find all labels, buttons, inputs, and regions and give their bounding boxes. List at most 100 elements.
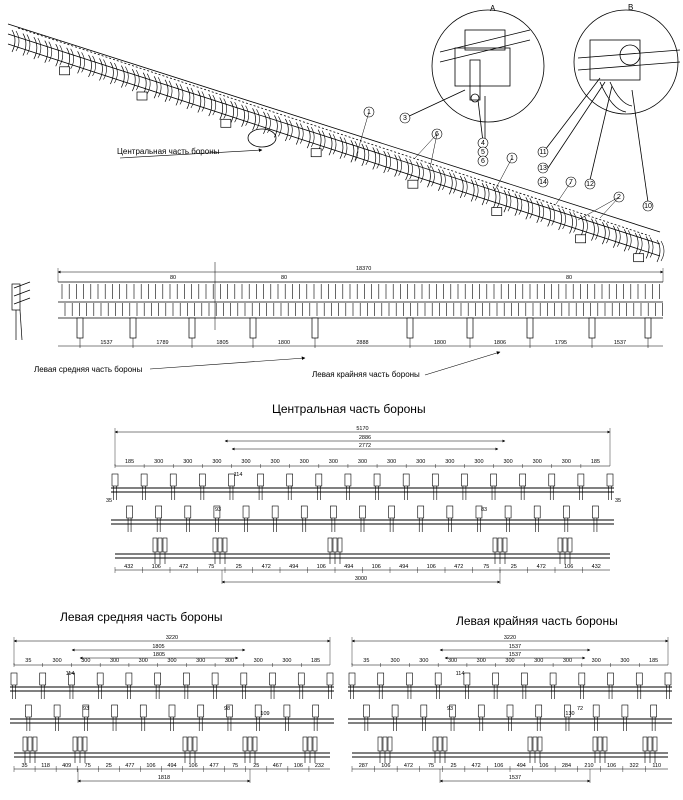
tine-holder	[126, 505, 133, 519]
tine-holder	[359, 505, 366, 519]
plan-post	[526, 317, 534, 339]
plan-post	[76, 317, 84, 339]
tine	[103, 59, 107, 80]
tine-holder	[140, 473, 148, 487]
plan-post	[129, 317, 137, 339]
tine-holder	[125, 672, 133, 686]
bottom-spacing-value: 106	[188, 763, 197, 769]
lower-post	[332, 537, 338, 553]
tine-holder	[197, 704, 205, 718]
callout-number: 4	[481, 140, 485, 147]
tine-holder	[155, 505, 162, 519]
tine	[245, 105, 249, 126]
lower-post	[382, 736, 388, 752]
bottom-spacing-value: 118	[41, 763, 50, 769]
bottom-spacing-value: 75	[85, 763, 91, 769]
tine	[175, 83, 180, 106]
tine	[114, 62, 118, 84]
tine-holder	[111, 704, 118, 718]
tine	[387, 151, 391, 173]
tine	[525, 197, 530, 220]
offset-value-a: 114	[456, 671, 465, 677]
tine-holder	[53, 704, 61, 718]
side-view-small	[11, 281, 31, 341]
lower-post	[387, 736, 393, 752]
tine	[453, 173, 457, 194]
plan-spacing-value: 1806	[494, 340, 506, 346]
tine	[573, 212, 577, 233]
top-spacing-value: 185	[591, 459, 600, 465]
top-spacing-value: 300	[563, 658, 572, 664]
base-width-value: 1818	[158, 775, 170, 781]
tine	[595, 219, 599, 240]
lower-post	[77, 736, 83, 752]
tine-holder	[463, 672, 471, 686]
bottom-spacing-value: 472	[179, 564, 188, 570]
top-spacing-value: 300	[154, 459, 163, 465]
bottom-spacing-value: 432	[124, 564, 133, 570]
tine	[427, 165, 431, 188]
top-spacing-value: 300	[477, 658, 486, 664]
tine	[125, 66, 129, 87]
detail-view-a	[404, 9, 545, 152]
tine-holder	[475, 505, 483, 519]
tine	[602, 222, 606, 245]
lower-post	[72, 736, 78, 752]
callout-number: 14	[539, 179, 547, 186]
lower-post	[222, 537, 228, 553]
top-spacing-value: 300	[52, 658, 61, 664]
lower-post	[602, 736, 608, 752]
tine	[135, 69, 140, 91]
top-spacing-value: 300	[505, 658, 514, 664]
tine	[234, 102, 238, 123]
tine	[409, 158, 413, 180]
tine	[267, 112, 271, 134]
tine-holder	[363, 704, 370, 718]
top-spacing-value: 185	[649, 658, 658, 664]
tine	[514, 193, 519, 216]
callout-number: 13	[539, 165, 547, 172]
tine	[562, 208, 566, 230]
tine	[299, 123, 304, 144]
bottom-spacing-value: 106	[381, 763, 390, 769]
top-spacing-value: 300	[534, 658, 543, 664]
tine-holder	[257, 473, 264, 487]
bottom-spacing-value: 322	[630, 763, 639, 769]
tine	[343, 137, 348, 158]
tine-holder	[269, 672, 276, 686]
bottom-spacing-value: 477	[210, 763, 219, 769]
frame-post	[575, 234, 586, 244]
tine-holder	[242, 505, 250, 519]
tine	[186, 86, 191, 110]
tine-holder	[283, 704, 291, 718]
tine-holder	[402, 473, 410, 487]
central-part-caption: Центральная часть бороны	[117, 147, 220, 156]
left-extreme-arrow	[424, 351, 501, 376]
bottom-spacing-value: 467	[273, 763, 282, 769]
top-spacing-value: 185	[311, 658, 320, 664]
top-spacing-value: 300	[300, 459, 309, 465]
tine	[11, 29, 16, 53]
tine	[219, 97, 224, 120]
lower-post	[532, 736, 538, 752]
tine	[153, 76, 158, 99]
top-spacing-value: 300	[81, 658, 90, 664]
bottom-spacing-value: 287	[359, 763, 368, 769]
bottom-spacing-value: 494	[167, 763, 176, 769]
callout-number: 12	[586, 181, 594, 188]
iso-tine-group	[11, 29, 665, 263]
callout-circle	[399, 112, 411, 124]
tine-holder	[449, 704, 456, 718]
tine-holder	[650, 704, 657, 718]
tine	[645, 236, 650, 259]
tine	[623, 229, 628, 252]
lower-post	[592, 736, 598, 752]
tine	[284, 118, 289, 142]
tine	[551, 205, 555, 226]
tine	[448, 172, 453, 195]
callout-circle	[537, 146, 549, 158]
tine	[146, 73, 151, 94]
